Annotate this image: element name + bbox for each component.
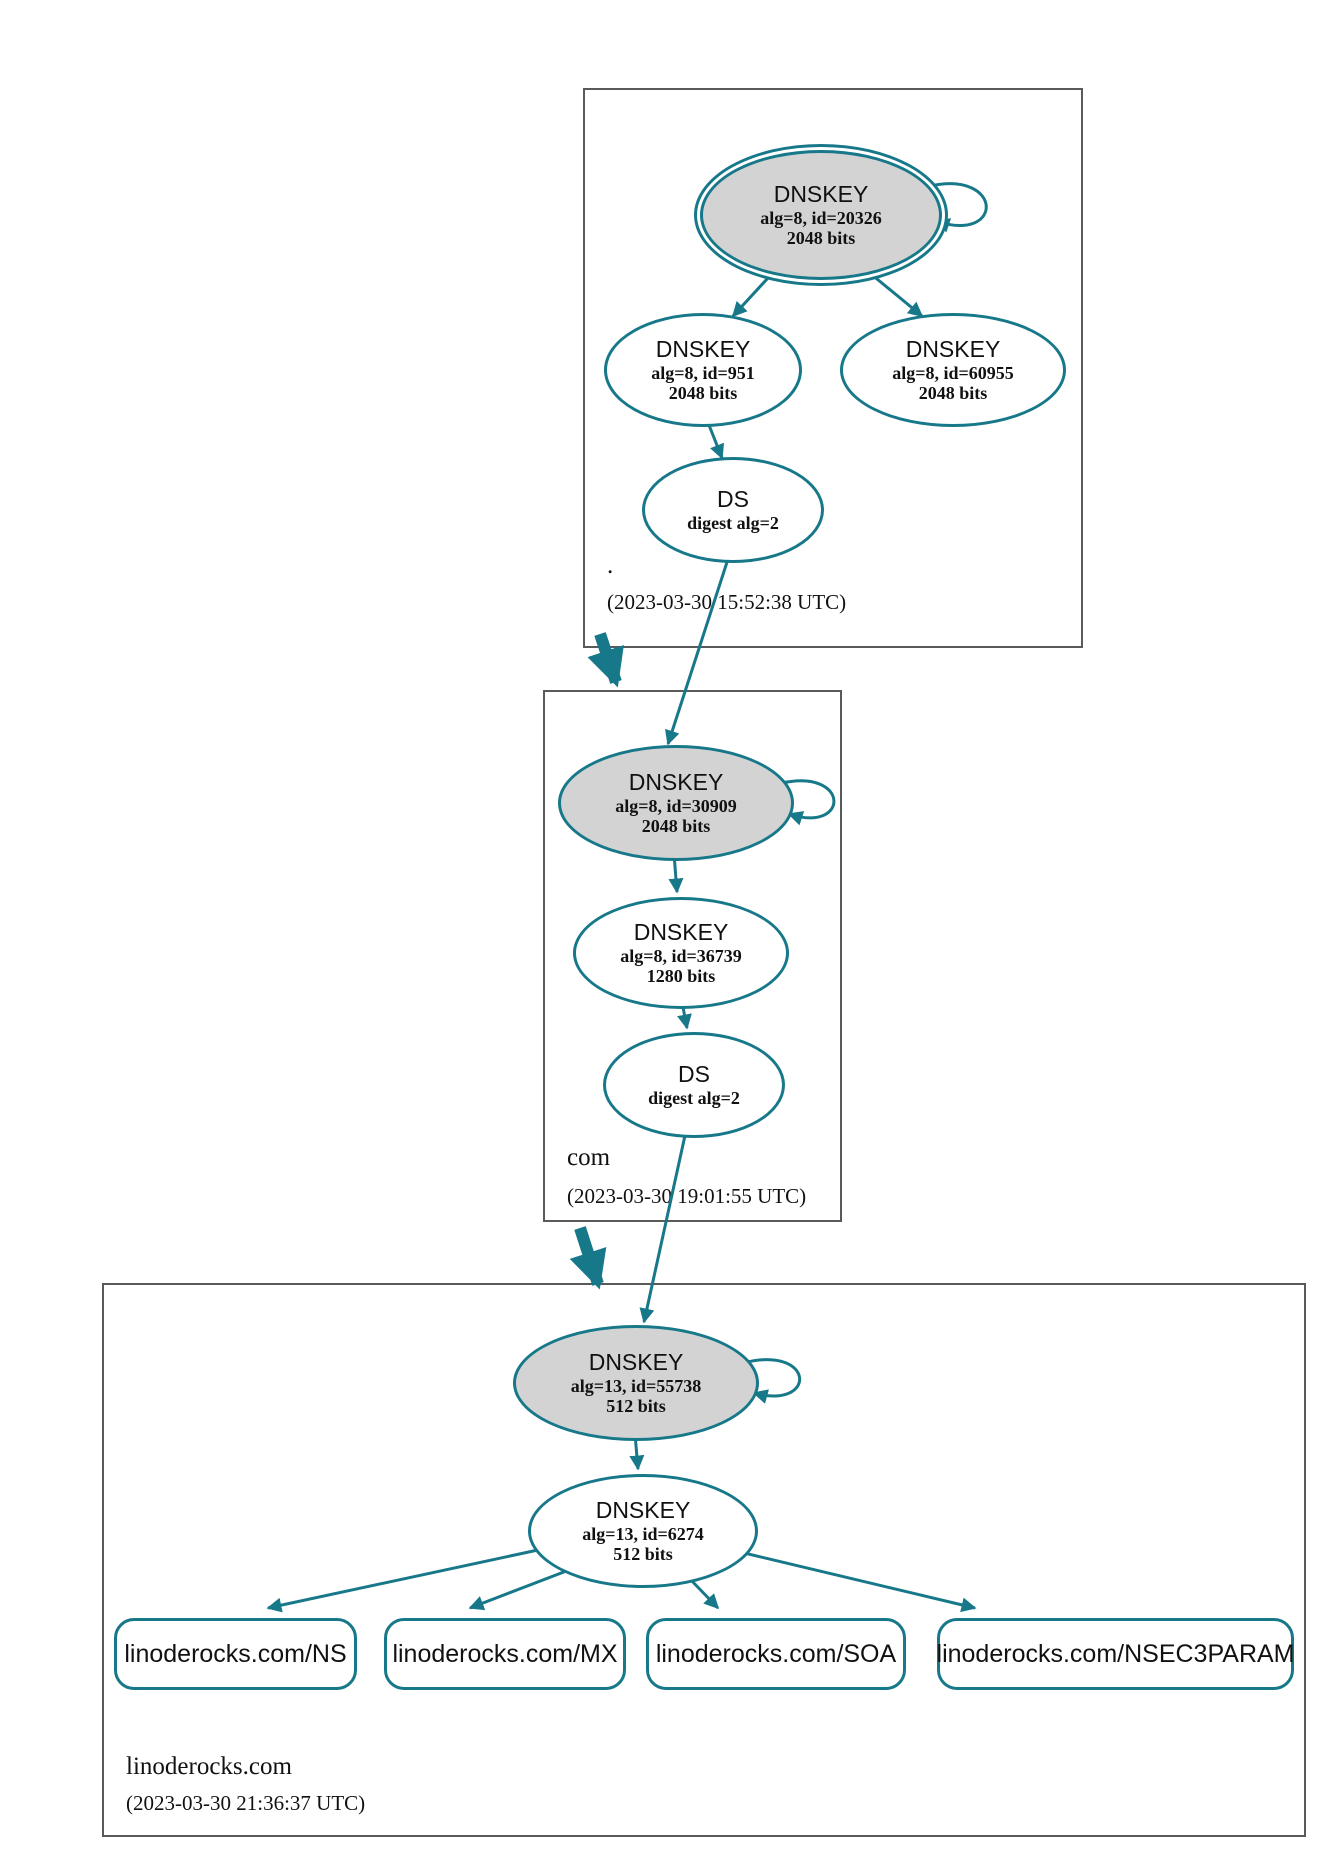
rrset-soa: linoderocks.com/SOA [646,1618,906,1690]
node-dnskey-60955: DNSKEY alg=8, id=60955 2048 bits [840,313,1066,427]
edge-ksk-root-self-loop [929,182,988,233]
node-detail: alg=8, id=951 [651,362,755,383]
edge-key6274-to-rrset-ns [266,1548,539,1613]
zone-box-root: . (2023-03-30 15:52:38 UTC) [583,88,1083,648]
zone-label-root: . [607,552,614,579]
node-dnskey-20326: DNSKEY alg=8, id=20326 2048 bits [700,150,942,280]
node-detail: digest alg=2 [648,1087,740,1108]
node-title: DNSKEY [655,335,751,362]
zone-timestamp-com: (2023-03-30 19:01:55 UTC) [567,1184,807,1208]
zone-label-linoderocks: linoderocks.com [126,1753,292,1780]
node-title: DNSKEY [905,335,1001,362]
edge-key6274-to-rrset-nsec3param [739,1550,977,1613]
node-dnskey-951: DNSKEY alg=8, id=951 2048 bits [604,313,802,427]
zone-label-com: com [567,1144,611,1171]
node-bits: 2048 bits [786,227,856,248]
edge-ksk-linoderocks-self-loop [746,1358,802,1404]
node-bits: 2048 bits [641,815,711,836]
node-dnskey-55738: DNSKEY alg=13, id=55738 512 bits [513,1325,759,1441]
rrset-nsec3param: linoderocks.com/NSEC3PARAM [936,1618,1295,1690]
node-detail: alg=8, id=60955 [892,362,1014,383]
edge-ds-com-to-ksk-linoderocks [639,1130,688,1324]
rrset-mx: linoderocks.com/MX [384,1618,626,1690]
node-detail: digest alg=2 [687,512,779,533]
node-bits: 1280 bits [646,965,716,986]
rrset-label: linoderocks.com/SOA [655,1639,897,1668]
zone-box-com: com (2023-03-30 19:01:55 UTC) [543,690,842,1222]
node-detail: alg=13, id=55738 [570,1375,702,1396]
node-ds-root: DS digest alg=2 [642,457,824,563]
rrset-ns: linoderocks.com/NS [114,1618,357,1690]
node-detail: alg=13, id=6274 [582,1523,704,1544]
zone-timestamp-root: (2023-03-30 15:52:38 UTC) [607,590,847,614]
edge-ksk-com-self-loop [781,779,836,826]
node-title: DNSKEY [773,180,869,207]
node-dnskey-6274: DNSKEY alg=13, id=6274 512 bits [528,1474,758,1588]
node-dnskey-36739: DNSKEY alg=8, id=36739 1280 bits [573,897,789,1009]
rrset-label: linoderocks.com/MX [392,1639,618,1668]
node-bits: 2048 bits [918,382,988,403]
node-detail: alg=8, id=36739 [620,945,742,966]
node-detail: alg=8, id=20326 [760,207,882,228]
node-dnskey-30909: DNSKEY alg=8, id=30909 2048 bits [558,745,794,861]
edge-key6274-to-rrset-mx [468,1568,570,1611]
node-title: DNSKEY [628,768,724,795]
node-title: DNSKEY [633,918,729,945]
edge-delegation-com-to-linoderocks [569,1226,607,1290]
zone-timestamp-linoderocks: (2023-03-30 21:36:37 UTC) [126,1791,366,1815]
rrset-label: linoderocks.com/NS [124,1639,347,1668]
node-title: DS [717,486,749,513]
node-bits: 2048 bits [668,382,738,403]
node-ds-com: DS digest alg=2 [603,1032,785,1138]
edge-delegation-root-to-com [587,632,624,688]
node-title: DNSKEY [588,1348,684,1375]
zone-box-linoderocks: linoderocks.com (2023-03-30 21:36:37 UTC… [102,1283,1306,1837]
node-bits: 512 bits [613,1543,673,1564]
node-title: DS [678,1061,710,1088]
node-bits: 512 bits [606,1395,666,1416]
edge-ds-root-to-ksk-com [665,555,731,746]
node-title: DNSKEY [595,1496,691,1523]
rrset-label: linoderocks.com/NSEC3PARAM [936,1639,1295,1668]
node-detail: alg=8, id=30909 [615,795,737,816]
